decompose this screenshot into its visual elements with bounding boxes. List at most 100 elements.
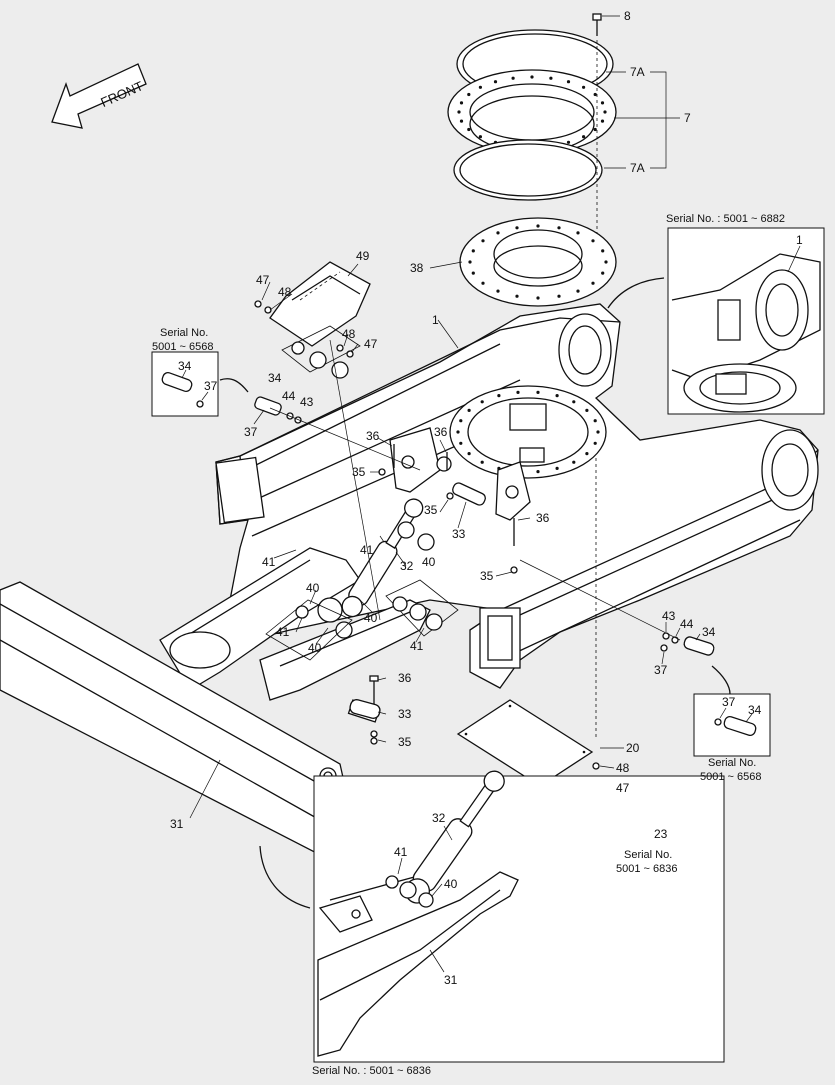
under-cover (456, 699, 594, 787)
callout-40: 40 (306, 581, 320, 595)
callout-33: 33 (452, 527, 466, 541)
callout-47: 47 (256, 273, 270, 287)
bolt-hole (471, 249, 475, 253)
bolt-hole (478, 135, 482, 139)
callout-34: 34 (748, 703, 762, 717)
bolt-hole (585, 408, 589, 412)
bolt-hole (591, 281, 595, 285)
bolt-hole (603, 110, 607, 114)
serial-note-bottom: Serial No. : 5001 ~ 6836 (312, 1065, 431, 1077)
callout-37: 37 (204, 379, 218, 393)
callout-41: 41 (262, 555, 276, 569)
callout-7a-top: 7A (630, 65, 645, 79)
callout-41: 41 (360, 543, 374, 557)
callout-49: 49 (356, 249, 370, 263)
bolt-hole (515, 226, 519, 230)
bolt-hole (601, 271, 605, 275)
bolt-hole (497, 394, 501, 398)
callout-7a-bottom: 7A (630, 161, 645, 175)
bolt-hole (576, 289, 580, 293)
bolt-hole (600, 101, 605, 105)
bolt-hole (459, 419, 463, 423)
bolt-hole (536, 470, 540, 474)
serial-note-nut-line2: 5001 ~ 6836 (616, 863, 677, 875)
callout-labels: 8 7A 7 7A 38 49 47 48 48 47 1 34 37 34 4… (170, 9, 803, 987)
callout-48: 48 (278, 285, 292, 299)
bolt-hole (566, 80, 571, 84)
serial-note-right-line1: Serial No. (708, 757, 756, 769)
callout-31: 31 (444, 973, 458, 987)
washer-group-center (265, 521, 459, 661)
callout-35: 35 (480, 569, 494, 583)
bolt-hole (467, 452, 471, 456)
bolt-hole (468, 260, 472, 264)
bolt-hole (456, 430, 460, 434)
serial-note-nut-line1: Serial No. (624, 849, 672, 861)
bolt-hole (582, 135, 586, 139)
bolt-hole (555, 394, 559, 398)
bolt-hole (515, 294, 519, 298)
spacer-plate (459, 217, 617, 307)
bolt-hole (593, 441, 597, 445)
bolt-hole (481, 281, 485, 285)
callout-33: 33 (398, 707, 412, 721)
bolt-hole (459, 441, 463, 445)
callout-36: 36 (434, 425, 448, 439)
callout-40: 40 (422, 555, 436, 569)
bolt-hole (593, 92, 597, 97)
serial-note-left-line2: 5001 ~ 6568 (152, 341, 213, 353)
bolt-hole (596, 430, 600, 434)
bolt-hole (600, 119, 605, 123)
callout-37: 37 (722, 695, 736, 709)
bolt-hole (480, 400, 484, 404)
bolt-hole (555, 466, 559, 470)
bolt-hole (467, 92, 471, 97)
callout-35: 35 (352, 465, 366, 479)
callout-34: 34 (268, 371, 282, 385)
serial-note-right-line2: 5001 ~ 6568 (700, 771, 761, 783)
callout-40: 40 (364, 611, 378, 625)
callout-43: 43 (662, 609, 676, 623)
serial-notes: Serial No. : 5001 ~ 6882 Serial No. 5001… (152, 213, 785, 1077)
bolt-hole (576, 231, 580, 235)
callout-41: 41 (276, 625, 290, 639)
bolt-hole (557, 226, 561, 230)
bolt-hole (496, 289, 500, 293)
callout-40: 40 (444, 877, 458, 891)
callout-48: 48 (616, 761, 630, 775)
bolt-hole (536, 224, 540, 228)
bolt-hole (457, 110, 461, 114)
callout-43: 43 (300, 395, 314, 409)
callout-40: 40 (308, 641, 322, 655)
callout-36: 36 (536, 511, 550, 525)
bolt-hole (572, 400, 576, 404)
callout-35: 35 (398, 735, 412, 749)
callout-32: 32 (400, 559, 414, 573)
callout-37: 37 (654, 663, 668, 677)
callout-44: 44 (680, 617, 694, 631)
bolt-hole (549, 76, 553, 80)
bolt-hole (536, 390, 540, 394)
callout-37: 37 (244, 425, 258, 439)
callout-23: 23 (654, 827, 668, 841)
callout-34: 34 (178, 359, 192, 373)
detail-box-right (693, 693, 771, 757)
callout-31: 31 (170, 817, 184, 831)
callout-48: 48 (342, 327, 356, 341)
bolt-hole (536, 296, 540, 300)
callout-8: 8 (624, 9, 631, 23)
bolt-hole (516, 390, 520, 394)
callout-1: 1 (432, 313, 439, 327)
callout-32: 32 (432, 811, 446, 825)
callout-36: 36 (398, 671, 412, 685)
bolt-hole (582, 85, 586, 89)
bolt-hole (459, 119, 464, 123)
detail-box-left (151, 351, 219, 417)
bolt-hole (493, 80, 498, 84)
serial-note-left-line1: Serial No. (160, 327, 208, 339)
callout-7: 7 (684, 111, 691, 125)
callout-1: 1 (796, 233, 803, 247)
bolt-hole (480, 460, 484, 464)
bolt-hole (572, 460, 576, 464)
